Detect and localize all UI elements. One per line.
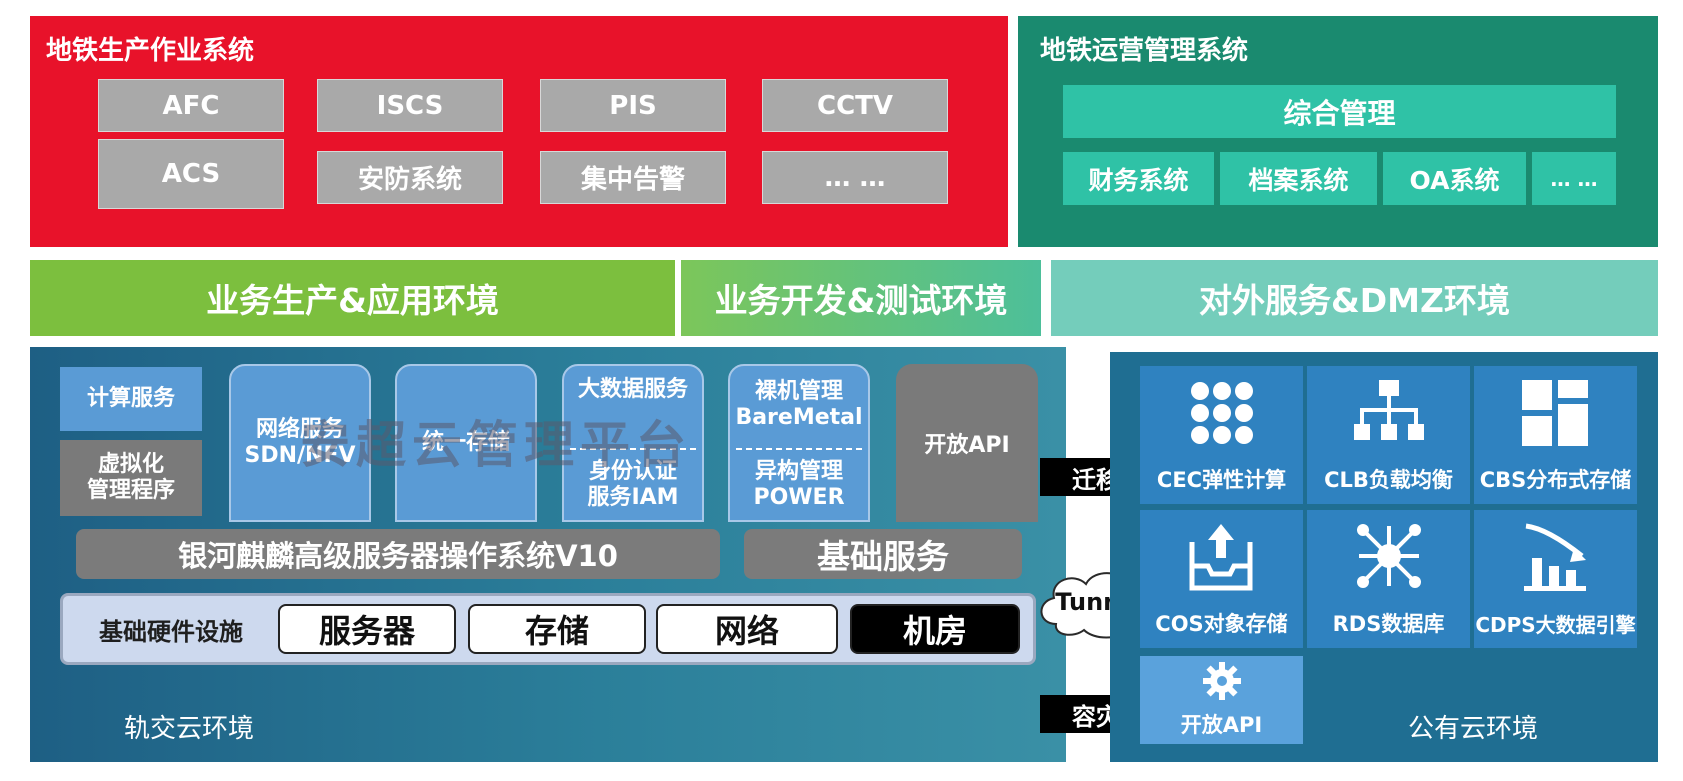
ops-box-more: … … bbox=[1532, 152, 1616, 205]
service-tile-cec: CEC弹性计算 bbox=[1140, 366, 1303, 504]
virtualization-line-1: 虚拟化 bbox=[97, 451, 164, 477]
hardware-datacenter: 机房 bbox=[850, 604, 1020, 654]
hierarchy-icon bbox=[1354, 380, 1424, 440]
service-tile-rds: RDS数据库 bbox=[1307, 510, 1470, 648]
service-label-cec: CEC弹性计算 bbox=[1156, 468, 1287, 492]
hetero-label: 异构管理 POWER bbox=[730, 454, 868, 516]
ops-box-oa: OA系统 bbox=[1383, 152, 1526, 205]
env-bar-dev-test: 业务开发&测试环境 bbox=[681, 260, 1041, 336]
hetero-line-2: POWER bbox=[753, 485, 845, 510]
env-bar-dmz: 对外服务&DMZ环境 bbox=[1051, 260, 1658, 336]
baremetal-divider bbox=[736, 448, 862, 450]
integrated-management-box: 综合管理 bbox=[1063, 85, 1616, 138]
service-tile-cos: COS对象存储 bbox=[1140, 510, 1303, 648]
service-tile-clb: CLB负载均衡 bbox=[1307, 366, 1470, 504]
virtualization-line-2: 管理程序 bbox=[86, 478, 175, 503]
baremetal-line-2: BareMetal bbox=[735, 405, 863, 430]
baremetal-line-1: 裸机管理 bbox=[754, 378, 843, 404]
service-label-cdps: CDPS大数据引擎 bbox=[1475, 612, 1636, 637]
system-box-alarm: 集中告警 bbox=[540, 151, 726, 204]
hardware-storage: 存储 bbox=[468, 604, 646, 654]
baremetal-hetero-tile: 裸机管理 BareMetal 异构管理 POWER bbox=[728, 364, 870, 522]
service-label-cbs: CBS分布式存储 bbox=[1479, 468, 1632, 492]
system-box-iscs: ISCS bbox=[317, 79, 503, 132]
bigdata-identity-tile: 大数据服务 身份认证 服务IAM bbox=[562, 364, 704, 522]
compute-service-tile: 计算服务 bbox=[60, 367, 202, 431]
service-label-open-api: 开放API bbox=[1180, 713, 1263, 737]
gear-icon bbox=[1203, 662, 1241, 700]
hetero-line-1: 异构管理 bbox=[754, 458, 843, 484]
upload-box-icon bbox=[1189, 524, 1253, 591]
tiles-icon bbox=[1522, 380, 1588, 446]
system-box-acs: ACS bbox=[98, 139, 284, 209]
open-api-tile: 开放API bbox=[896, 364, 1038, 522]
env-bar-production: 业务生产&应用环境 bbox=[30, 260, 675, 336]
system-box-cctv: CCTV bbox=[762, 79, 948, 132]
hardware-servers: 服务器 bbox=[278, 604, 456, 654]
bigdata-divider bbox=[570, 448, 696, 450]
service-tile-cbs: CBS分布式存储 bbox=[1474, 366, 1637, 504]
network-line-1: 网络服务 bbox=[255, 416, 344, 442]
service-tile-cdps: CDPS大数据引擎 bbox=[1474, 510, 1637, 648]
service-label-clb: CLB负载均衡 bbox=[1324, 468, 1453, 492]
ops-box-archive: 档案系统 bbox=[1220, 152, 1377, 205]
virtualization-tile: 虚拟化 管理程序 bbox=[60, 440, 202, 516]
identity-service-label: 身份认证 服务IAM bbox=[564, 454, 702, 516]
service-label-cos: COS对象存储 bbox=[1155, 612, 1288, 636]
basic-services-bar: 基础服务 bbox=[744, 529, 1022, 579]
identity-line-2: 服务IAM bbox=[587, 485, 679, 510]
network-node-icon bbox=[1357, 524, 1421, 588]
system-box-afc: AFC bbox=[98, 79, 284, 132]
system-box-pis: PIS bbox=[540, 79, 726, 132]
rail-cloud-caption: 轨交云环境 bbox=[124, 714, 255, 744]
ops-box-finance: 财务系统 bbox=[1063, 152, 1214, 205]
service-label-rds: RDS数据库 bbox=[1332, 612, 1445, 636]
network-service-tile: 网络服务 SDN/NFV bbox=[229, 364, 371, 522]
bar-chart-icon bbox=[1524, 523, 1586, 591]
system-box-security: 安防系统 bbox=[317, 151, 503, 204]
unified-storage-tile: 统一存储 bbox=[395, 364, 537, 522]
public-cloud-caption: 公有云环境 bbox=[1408, 714, 1539, 744]
network-line-2: SDN/NFV bbox=[244, 443, 356, 468]
platform-watermark: 安超云管理平台 bbox=[300, 416, 692, 474]
identity-line-1: 身份认证 bbox=[588, 458, 677, 484]
system-box-more: … … bbox=[762, 151, 948, 204]
operations-title: 地铁运营管理系统 bbox=[1040, 36, 1249, 66]
dots-grid-icon bbox=[1191, 382, 1253, 444]
hardware-label: 基础硬件设施 bbox=[99, 617, 243, 646]
service-tile-open-api: 开放API bbox=[1140, 656, 1303, 744]
kylin-os-bar: 银河麒麟高级服务器操作系统V10 bbox=[76, 529, 720, 579]
baremetal-label: 裸机管理 BareMetal bbox=[730, 370, 868, 440]
hardware-network: 网络 bbox=[656, 604, 838, 654]
bigdata-service-label: 大数据服务 bbox=[577, 376, 688, 402]
production-title: 地铁生产作业系统 bbox=[46, 36, 255, 66]
